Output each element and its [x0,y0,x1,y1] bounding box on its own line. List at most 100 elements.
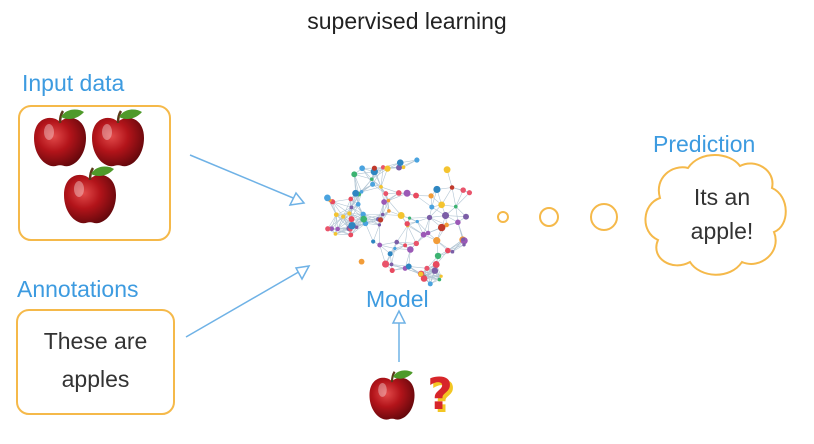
brain-node [348,197,353,202]
brain-node [432,268,438,274]
brain-node [407,246,414,253]
brain-node [394,240,399,245]
brain-node [360,216,367,223]
input-data-label: Input data [22,70,124,97]
brain-node [416,220,419,223]
annotations-label: Annotations [17,276,138,303]
brain-node [427,215,432,220]
brain-node [398,212,405,219]
question-mark-icon: ? [427,369,453,420]
brain-node [360,190,364,194]
brain-node [372,166,377,171]
brain-node [381,199,387,205]
input-arrow-line [190,155,298,200]
brain-link [373,225,379,242]
brain-node [377,243,382,248]
brain-node [445,248,451,254]
brain-node [370,182,375,187]
brain-node [378,217,383,222]
brain-link [452,188,456,207]
brain-link [456,193,470,207]
brain-node [451,250,455,254]
brain-node [393,247,396,250]
brain-node [335,227,340,232]
brain-node [438,278,442,282]
brain-node [463,214,469,220]
brain-node [433,261,440,268]
brain-node [378,223,381,226]
brain-node [442,212,449,219]
brain-node [384,166,390,172]
brain-node [461,238,465,242]
brain-node [421,275,428,282]
brain-node [359,259,365,265]
brain-node [439,275,442,278]
input-arrowhead [290,193,304,205]
brain-node [334,212,339,217]
brain-node [347,211,351,215]
brain-link [380,242,397,245]
brain-node [350,205,354,209]
brain-node [414,157,419,162]
brain-node [413,193,419,199]
brain-node [460,187,466,193]
brain-node [406,264,412,270]
brain-node [390,268,395,273]
brain-node [325,226,330,231]
diagram-title: supervised learning [0,8,814,35]
brain-node [424,266,429,271]
brain-node [397,159,404,166]
thought-bubble [498,204,617,230]
brain-node [396,190,402,196]
brain-node [356,202,361,207]
brain-node [433,186,440,193]
brain-node [348,232,353,237]
prediction-text: Its an apple! [662,180,782,248]
brain-node [414,241,419,246]
brain-network-icon [324,157,472,286]
brain-node [334,232,338,236]
brain-node [450,185,455,190]
annotations-text-line1: These are [17,322,174,360]
brain-node [370,177,374,181]
brain-node [438,224,445,231]
brain-node [435,253,441,259]
annotations-text: These are apples [17,322,174,398]
prediction-text-line2: apple! [662,214,782,248]
brain-node [349,216,355,222]
brain-node [438,201,445,208]
thought-dot-small [498,212,508,222]
brain-node [454,205,458,209]
brain-node [404,190,411,197]
thought-dot-medium [540,208,558,226]
brain-node [433,237,440,244]
brain-node [421,232,427,238]
brain-node [455,220,461,226]
brain-node [388,251,393,256]
model-label: Model [366,286,429,313]
brain-node [405,221,410,226]
prediction-text-line1: Its an [662,180,782,214]
apple-icon [369,370,414,419]
annotations-text-line2: apples [17,360,174,398]
brain-node [371,239,375,243]
brain-link [333,199,351,202]
brain-node [387,199,391,203]
brain-node [355,225,359,229]
annotation-arrowhead [296,266,309,279]
brain-node [387,209,391,213]
brain-node [428,193,433,198]
thought-dot-large [591,204,617,230]
brain-node [348,222,355,229]
brain-node [383,191,388,196]
brain-node [390,262,394,266]
brain-node [467,190,472,195]
brain-node [408,217,411,220]
prediction-label: Prediction [653,131,755,158]
brain-node [429,205,434,210]
brain-node [403,243,407,247]
annotation-arrow-line [186,270,302,337]
brain-link [365,223,373,241]
brain-node [341,215,345,219]
brain-node [379,185,383,189]
